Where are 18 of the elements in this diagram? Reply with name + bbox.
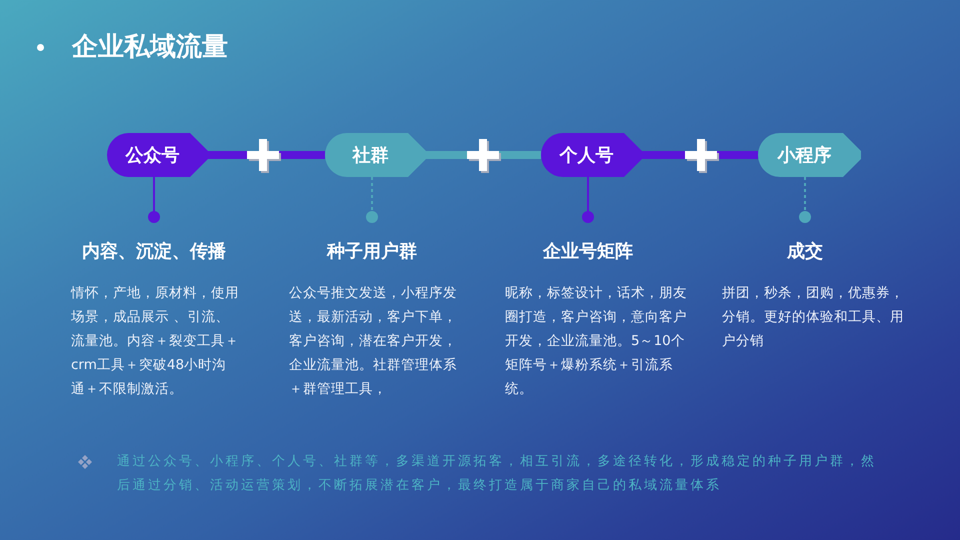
column-heading: 成交 — [786, 241, 824, 263]
column-heading: 种子用户群 — [326, 241, 418, 263]
note-text: 通过公众号、小程序、个人号、社群等，多渠道开源拓客，相互引流，多途径转化，形成稳定的种子用户群，然后通过分销、活动运营策划，不断拓展潜在客户，最终打造属于商家自己的私域流量体系 — [117, 453, 878, 495]
column-heading: 内容、沉淀、传播 — [81, 241, 227, 263]
leader-line — [582, 177, 594, 223]
pennant-tag: 公众号 — [107, 133, 208, 177]
leader-line — [799, 177, 811, 223]
column-heading: 企业号矩阵 — [542, 241, 634, 263]
leader-line — [366, 177, 378, 223]
description-text: 昵称，标签设计，话术，朋友圈打造，客户咨询，意向客户开发，企业流量池。5～10个矩阵号＋爆粉系统＋引流系统。 — [505, 284, 688, 399]
description-text: 公众号推文发送，小程序发送，最新活动，客户下单，客户咨询，潜在客户开发，企业流量池。社群管理体系＋群管理工具， — [289, 284, 457, 399]
pennant-tag: 社群 — [325, 133, 426, 177]
pennant-tag: 个人号 — [541, 133, 642, 177]
slide-title: 企业私域流量 — [72, 31, 228, 64]
description-text: 拼团，秒杀，团购，优惠券，分销。更好的体验和工具、用户分销 — [722, 284, 905, 351]
description-text: 情怀，产地，原材料，使用场景，成品展示 、引流、流量池。内容＋裂变工具＋crm工具＋突破48小时沟通＋不限制激活。 — [71, 284, 239, 399]
leader-line — [148, 177, 160, 223]
pennant-tag: 小程序 — [758, 133, 861, 177]
